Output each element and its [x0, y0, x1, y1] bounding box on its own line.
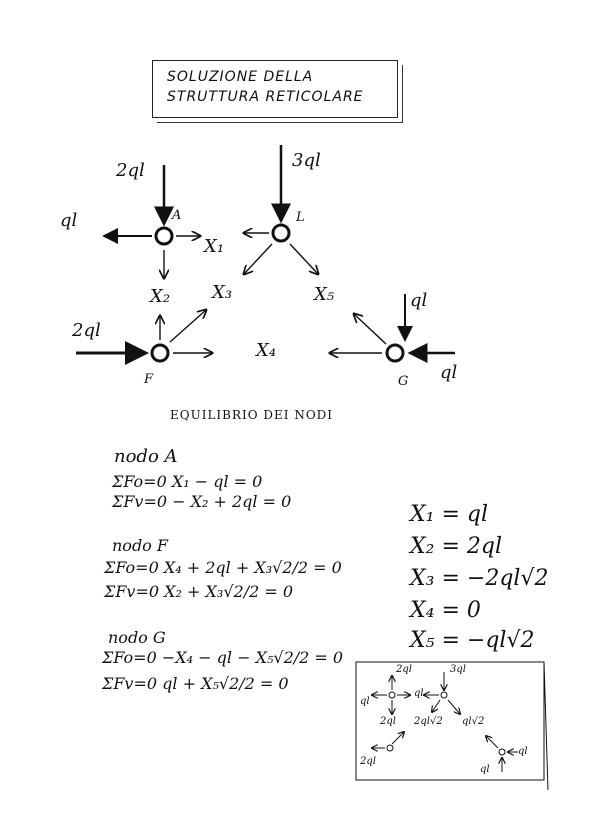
label-load-f-horizontal: 2ql — [72, 320, 101, 341]
result-x5: X₅ = −ql√2 — [410, 628, 535, 653]
label-member-x3: X₃ — [212, 282, 233, 303]
node-f-circle — [150, 343, 170, 363]
node-f-eq1: ΣFo=0 X₄ + 2ql + X₃√2/2 = 0 — [104, 558, 342, 577]
arrow-f-x3 — [169, 310, 206, 343]
result-x3: X₃ = −2ql√2 — [410, 566, 549, 591]
node-f-eq2: ΣFv=0 X₂ + X₃√2/2 = 0 — [104, 582, 294, 601]
mini-top-l: 3ql — [450, 664, 466, 675]
mini-mid-ql: ql — [414, 688, 424, 699]
label-load-g-horizontal: ql — [440, 362, 458, 383]
mini-diagram — [355, 661, 549, 791]
mini-g-ql-right: ql — [518, 746, 528, 757]
label-node-l: L — [296, 210, 305, 225]
label-load-l-vertical: 3ql — [292, 150, 321, 171]
mini-2ql: 2ql — [380, 716, 396, 727]
node-g-circle — [385, 343, 405, 363]
node-a-circle — [154, 226, 174, 246]
mini-g-ql-bottom: ql — [480, 764, 490, 775]
title-box: SOLUZIONE DELLA STRUTTURA RETICOLARE — [152, 60, 403, 123]
label-node-a: A — [172, 208, 182, 223]
mini-qlr2: ql√2 — [462, 716, 485, 727]
arrow-g-x5 — [354, 314, 387, 345]
mini-f-2ql: 2ql — [360, 756, 376, 767]
arrow-l-x5 — [289, 243, 318, 274]
equilibrium-heading: EQUILIBRIO DEI NODI — [170, 408, 334, 422]
node-g-heading: nodo G — [108, 628, 166, 647]
mini-2qlr2: 2ql√2 — [414, 716, 443, 727]
result-x1: X₁ = ql — [410, 502, 489, 527]
node-f-heading: nodo F — [112, 536, 168, 555]
label-member-x4: X₄ — [256, 340, 277, 361]
node-a-eq2: ΣFv=0 − X₂ + 2ql = 0 — [112, 492, 292, 511]
label-node-f: F — [144, 372, 154, 387]
arrow-l-x3 — [244, 243, 273, 274]
label-node-g: G — [398, 374, 409, 389]
node-a-eq1: ΣFo=0 X₁ − ql = 0 — [112, 472, 263, 491]
node-g-eq2: ΣFv=0 ql + X₅√2/2 = 0 — [102, 674, 289, 693]
label-member-x2: X₂ — [150, 286, 171, 307]
node-a-heading: nodo A — [114, 446, 178, 467]
label-member-x1: X₁ — [204, 236, 225, 257]
label-load-g-vertical: ql — [410, 290, 428, 311]
result-x2: X₂ = 2ql — [410, 534, 503, 559]
label-load-a-vertical: 2ql — [116, 160, 145, 181]
label-load-a-horizontal: ql — [60, 210, 78, 231]
mini-left-ql: ql — [360, 696, 370, 707]
result-x4: X₄ = 0 — [410, 598, 481, 623]
mini-top-a: 2ql — [396, 664, 412, 675]
node-l-circle — [271, 223, 291, 243]
node-g-eq1: ΣFo=0 −X₄ − ql − X₅√2/2 = 0 — [102, 648, 344, 667]
label-member-x5: X₅ — [314, 284, 335, 305]
